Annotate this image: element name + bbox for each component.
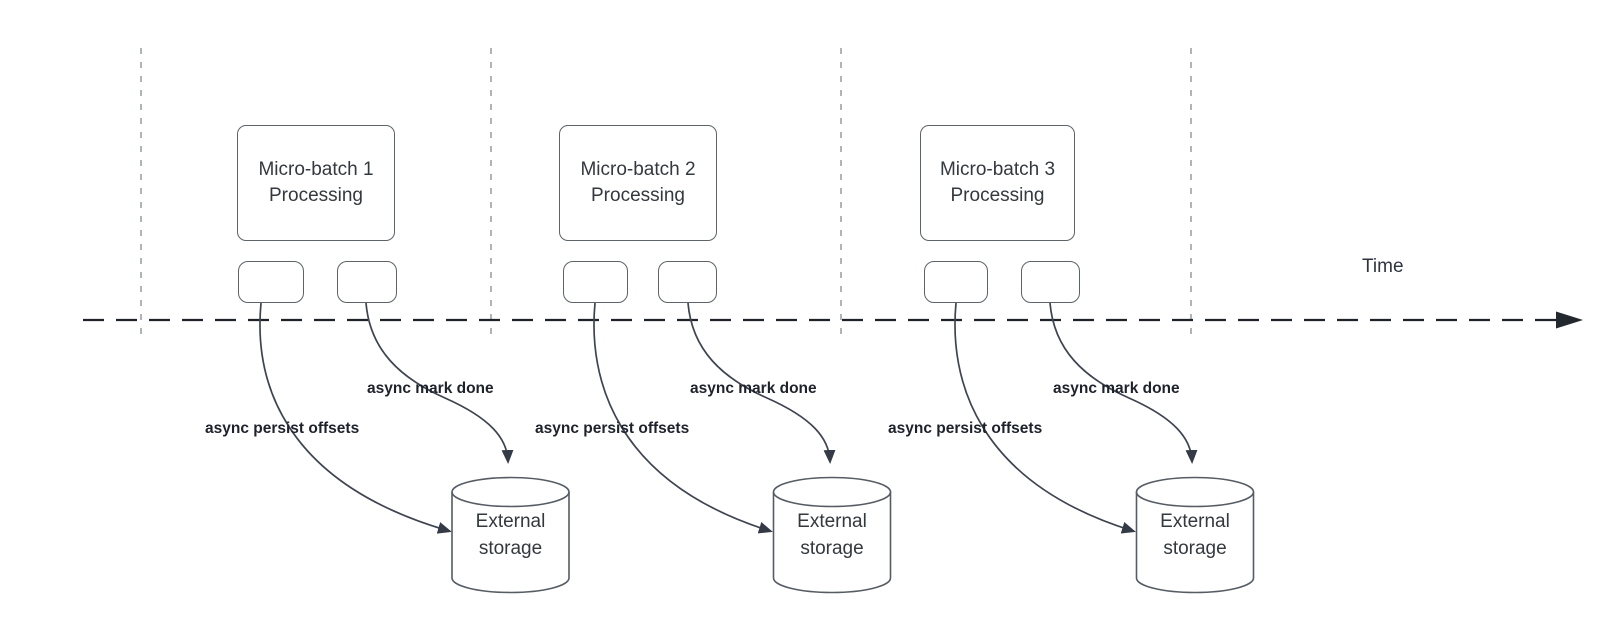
done-task-box-1	[337, 261, 397, 303]
persist-arrow-2	[593, 302, 773, 534]
persist-offsets-label-1: async persist offsets	[205, 420, 360, 437]
persist-offsets-label-2: async persist offsets	[535, 420, 690, 437]
external-storage-3-line2: storage	[1163, 537, 1227, 559]
done-task-box-2	[658, 261, 717, 303]
micro-batch-3-title-line1: Micro-batch 3	[939, 159, 1056, 180]
offset-task-box-3	[924, 261, 988, 303]
micro-batch-1-title-line1: Micro-batch 1	[258, 159, 374, 180]
external-storage-3-line1: External	[1160, 511, 1230, 532]
done-arrow-1	[365, 302, 514, 464]
micro-batch-1-box: Micro-batch 1 Processing	[237, 125, 395, 241]
time-axis-label: Time	[1362, 256, 1404, 277]
micro-batch-2-title-line2: Processing	[591, 185, 685, 206]
micro-batch-3-box: Micro-batch 3 Processing	[920, 125, 1075, 241]
cylinder-1	[451, 476, 570, 594]
persist-offsets-label-3: async persist offsets	[888, 420, 1043, 437]
micro-batch-2-box: Micro-batch 2 Processing	[559, 125, 717, 241]
done-arrow-2	[687, 302, 836, 464]
external-storage-2-line2: storage	[800, 537, 864, 559]
mark-done-label-1: async mark done	[367, 380, 494, 397]
persist-arrow-1	[259, 302, 452, 534]
external-storage-label-2: External storage	[767, 509, 897, 562]
external-storage-label-1: External storage	[446, 509, 576, 562]
offset-task-box-1	[238, 261, 304, 303]
mark-done-label-3: async mark done	[1053, 380, 1180, 397]
persist-arrow-3	[954, 302, 1136, 534]
external-storage-1-line2: storage	[478, 537, 543, 559]
cylinder-3	[1135, 476, 1255, 594]
external-storage-1-line1: External	[475, 511, 546, 532]
timeline-arrowhead-icon	[1556, 311, 1583, 329]
cylinder-2	[772, 476, 892, 594]
external-storage-label-3: External storage	[1130, 509, 1260, 562]
micro-batch-1-title-line2: Processing	[269, 185, 363, 206]
micro-batch-2-title-line1: Micro-batch 2	[580, 159, 696, 180]
offset-task-box-2	[563, 261, 628, 303]
done-arrow-3	[1049, 302, 1198, 464]
micro-batch-3-title-line2: Processing	[950, 185, 1045, 206]
done-task-box-3	[1021, 261, 1080, 303]
storage-cylinders	[451, 476, 1255, 594]
time-guide-lines	[140, 48, 1192, 339]
mark-done-label-2: async mark done	[690, 380, 817, 397]
external-storage-2-line1: External	[797, 511, 867, 532]
